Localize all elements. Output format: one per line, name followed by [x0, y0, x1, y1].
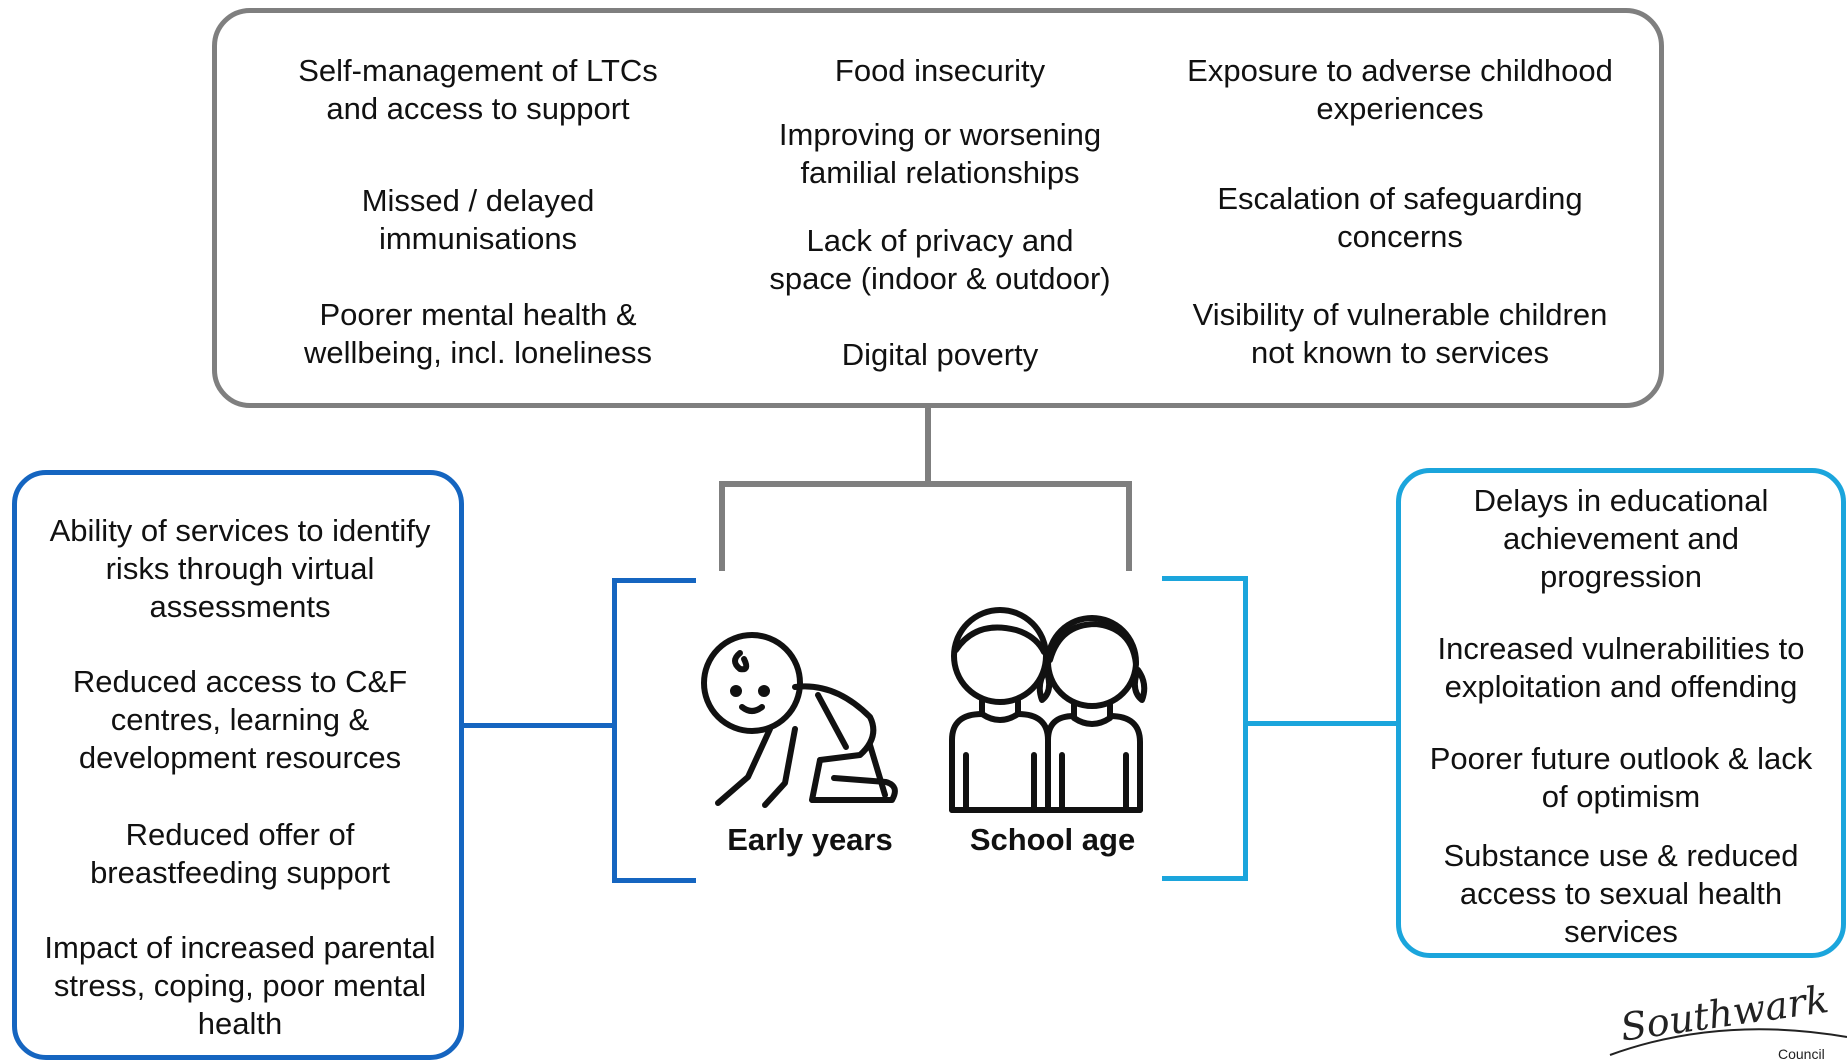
connector-top-vertical: [925, 408, 931, 484]
southwark-council-logo: Southwark Council: [1600, 975, 1847, 1061]
svg-text:Southwark: Southwark: [1618, 977, 1832, 1050]
top-factors-box: [212, 8, 1664, 408]
bracket-right-bottom: [1162, 876, 1248, 881]
connector-top-left-drop: [719, 481, 725, 571]
bracket-right-top: [1162, 576, 1248, 581]
factor-mental-health: Poorer mental health &wellbeing, incl. l…: [303, 297, 653, 370]
early-years-label: Early years: [727, 822, 893, 857]
children-icon: [949, 607, 1148, 813]
connector-top-horizontal: [719, 481, 1131, 487]
factor-food-insecurity: Food insecurity: [834, 53, 1046, 88]
right-outcomes-box: [1396, 468, 1846, 958]
connector-right-horizontal: [1248, 721, 1398, 726]
svg-text:Council: Council: [1778, 1046, 1825, 1061]
connector-top-right-drop: [1126, 481, 1132, 571]
factor-digital-poverty: Digital poverty: [841, 337, 1039, 372]
bracket-left-bottom: [612, 878, 696, 883]
connector-left-horizontal: [464, 723, 615, 728]
school-age-label: School age: [969, 822, 1136, 857]
bracket-right-vertical: [1243, 576, 1248, 881]
bracket-left-vertical: [612, 578, 617, 883]
baby-crawling-icon: [701, 632, 898, 808]
bracket-left-top: [612, 578, 696, 583]
left-services-box: [12, 470, 464, 1060]
